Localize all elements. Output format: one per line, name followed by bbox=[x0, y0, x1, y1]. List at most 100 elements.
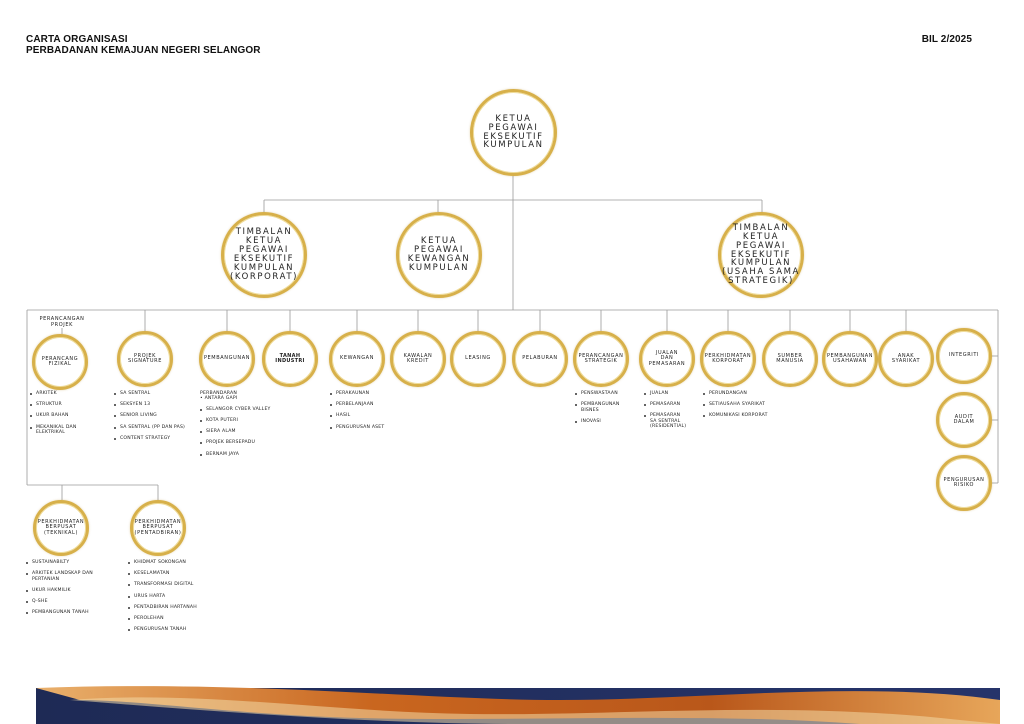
list-item: SETIAUSAHA SYARIKAT bbox=[703, 402, 789, 407]
list-item: PENTADBIRAN HARTANAH bbox=[128, 605, 218, 610]
anak-syarikat-node: ANAK SYARIKAT bbox=[878, 331, 934, 387]
cfo-node: KETUA PEGAWAI KEWANGAN KUMPULAN bbox=[396, 212, 482, 298]
cfo-label: KETUA PEGAWAI KEWANGAN KUMPULAN bbox=[407, 236, 471, 273]
perkhidmatan-berpusat-teknikal-node: PERKHIDMATAN BERPUSAT (TEKNIKAL) bbox=[33, 500, 89, 556]
list-item: PENGURUSAN ASET bbox=[330, 425, 402, 430]
projek-signature-node: PROJEK SIGNATURE bbox=[117, 331, 173, 387]
list-item: JUALAN bbox=[644, 391, 704, 396]
list-item: INOVASI bbox=[575, 419, 637, 424]
leasing-node: LEASING bbox=[450, 331, 506, 387]
list-item: CONTENT STRATEGY bbox=[114, 436, 196, 441]
list-item: PEMASARAN SA SENTRAL (RESIDENTIAL) bbox=[644, 413, 704, 429]
list-item: SA SENTRAL bbox=[114, 391, 196, 396]
pembangunan-node: PEMBANGUNAN bbox=[199, 331, 255, 387]
list-item: KOMUNIKASI KORPORAT bbox=[703, 413, 789, 418]
list-item: PEMBANGUNAN TANAH bbox=[26, 610, 116, 615]
kewangan-label: KEWANGAN bbox=[339, 355, 375, 362]
list-item: PERUNDANGAN bbox=[703, 391, 789, 396]
list-item: KHIDMAT SOKONGAN bbox=[128, 560, 218, 565]
list-item: BERNAM JAYA bbox=[200, 452, 280, 457]
perancang-fizikal-node: PERANCANG FIZIKAL bbox=[32, 334, 88, 390]
list-item: URUS HARTA bbox=[128, 594, 218, 599]
perkhidmatan-korporat-label: PERKHIDMATAN KORPORAT bbox=[704, 352, 752, 364]
projek-signature-list: SA SENTRAL SEKSYEN 13 SENIOR LIVING SA S… bbox=[114, 391, 196, 447]
perkhidmatan-berpusat-teknikal-label: PERKHIDMATAN BERPUSAT (TEKNIKAL) bbox=[37, 519, 85, 536]
jualan-pemasaran-label: JUALAN DAN PEMASARAN bbox=[648, 350, 686, 367]
list-item: PROJEK BERSEPADU bbox=[200, 440, 280, 445]
list-item: KESELAMATAN bbox=[128, 571, 218, 576]
audit-dalam-label: AUDIT DALAM bbox=[953, 413, 975, 425]
pelaburan-node: PELABURAN bbox=[512, 331, 568, 387]
list-item: SEKSYEN 13 bbox=[114, 402, 196, 407]
list-item: SUSTAINABILTY bbox=[26, 560, 116, 565]
tanah-industri-label: TANAH INDUSTRI bbox=[275, 352, 305, 364]
pembangunan-list: PERBANDARAN • ANTARA GAPI SELANGOR CYBER… bbox=[200, 391, 280, 463]
pembangunan-label: PEMBANGUNAN bbox=[203, 355, 251, 362]
kawalan-kredit-node: KAWALAN KREDIT bbox=[390, 331, 446, 387]
list-item: Q-SHE bbox=[26, 599, 116, 604]
kewangan-node: KEWANGAN bbox=[329, 331, 385, 387]
projek-signature-label: PROJEK SIGNATURE bbox=[127, 352, 163, 364]
ceo-node-label: KETUA PEGAWAI EKSEKUTIF KUMPULAN bbox=[483, 113, 544, 151]
pengurusan-risiko-node: PENGURUSAN RISIKO bbox=[936, 455, 992, 511]
list-item-intro: PERBANDARAN • ANTARA GAPI bbox=[200, 391, 238, 402]
audit-dalam-node: AUDIT DALAM bbox=[936, 392, 992, 448]
list-item: PENGURUSAN TANAH bbox=[128, 627, 218, 632]
list-item: PERBELANJAAN bbox=[330, 402, 402, 407]
list-item: UKUR HAKMILIK bbox=[26, 588, 116, 593]
kewangan-list: PERAKAUNAN PERBELANJAAN HASIL PENGURUSAN… bbox=[330, 391, 402, 436]
sumber-manusia-node: SUMBER MANUSIA bbox=[762, 331, 818, 387]
perancangan-projek-label: PERANCANGAN PROJEK bbox=[39, 316, 85, 328]
pembangunan-usahawan-node: PEMBANGUNAN USAHAWAN bbox=[822, 331, 878, 387]
list-item: PEMASARAN bbox=[644, 402, 704, 407]
perkhidmatan-berpusat-teknikal-list: SUSTAINABILTY ARKITEK LANDSKAP DAN PERTA… bbox=[26, 560, 116, 621]
list-item: SENIOR LIVING bbox=[114, 413, 196, 418]
pembangunan-usahawan-label: PEMBANGUNAN USAHAWAN bbox=[826, 352, 874, 364]
list-item: ARKITEK LANDSKAP DAN PERTANIAN bbox=[26, 571, 116, 582]
perkhidmatan-berpusat-pentadbiran-label: PERKHIDMATAN BERPUSAT (PENTADBIRAN) bbox=[134, 519, 182, 536]
document-title: CARTA ORGANISASI PERBADANAN KEMAJUAN NEG… bbox=[26, 34, 261, 56]
document-number: BIL 2/2025 bbox=[921, 34, 972, 45]
list-item: PERAKAUNAN bbox=[330, 391, 402, 396]
list-item: STRUKTUR bbox=[30, 402, 110, 407]
list-item: SELANGOR CYBER VALLEY bbox=[200, 407, 280, 412]
perkhidmatan-berpusat-pentadbiran-node: PERKHIDMATAN BERPUSAT (PENTADBIRAN) bbox=[130, 500, 186, 556]
deputy-ceo-strategik-node: TIMBALAN KETUA PEGAWAI EKSEKUTIF KUMPULA… bbox=[718, 212, 804, 298]
deputy-ceo-korporat-node: TIMBALAN KETUA PEGAWAI EKSEKUTIF KUMPULA… bbox=[221, 212, 307, 298]
list-item: PEROLEHAN bbox=[128, 616, 218, 621]
title-line-2: PERBADANAN KEMAJUAN NEGERI SELANGOR bbox=[26, 45, 261, 56]
deputy-ceo-korporat-label: TIMBALAN KETUA PEGAWAI EKSEKUTIF KUMPULA… bbox=[229, 227, 299, 282]
list-item: TRANSFORMASI DIGITAL bbox=[128, 582, 218, 587]
ceo-node: KETUA PEGAWAI EKSEKUTIF KUMPULAN bbox=[470, 89, 557, 176]
list-item: HASIL bbox=[330, 413, 402, 418]
leasing-label: LEASING bbox=[465, 355, 491, 362]
pelaburan-label: PELABURAN bbox=[522, 355, 558, 362]
jualan-pemasaran-list: JUALAN PEMASARAN PEMASARAN SA SENTRAL (R… bbox=[644, 391, 704, 435]
list-item: UKUR BAHAN bbox=[30, 413, 110, 418]
list-item: PEMBANGUNAN BISNES bbox=[575, 402, 637, 413]
title-line-1: CARTA ORGANISASI bbox=[26, 34, 128, 45]
perancangan-strategik-label: PERANCANGAN STRATEGIK bbox=[578, 352, 624, 364]
kawalan-kredit-label: KAWALAN KREDIT bbox=[403, 352, 433, 364]
perancang-fizikal-list: ARKITEK STRUKTUR UKUR BAHAN MEKANIKAL DA… bbox=[30, 391, 110, 441]
sumber-manusia-label: SUMBER MANUSIA bbox=[776, 352, 804, 364]
perancang-fizikal-label: PERANCANG FIZIKAL bbox=[41, 355, 79, 367]
list-item: MEKANIKAL DAN ELEKTRIKAL bbox=[30, 425, 110, 436]
perancangan-strategik-list: PENSWASTAAN PEMBANGUNAN BISNES INOVASI bbox=[575, 391, 637, 430]
integriti-node: INTEGRITI bbox=[936, 328, 992, 384]
list-item: KOTA PUTERI bbox=[200, 418, 280, 423]
anak-syarikat-label: ANAK SYARIKAT bbox=[891, 352, 921, 364]
perkhidmatan-berpusat-pentadbiran-list: KHIDMAT SOKONGAN KESELAMATAN TRANSFORMAS… bbox=[128, 560, 218, 638]
pengurusan-risiko-label: PENGURUSAN RISIKO bbox=[943, 476, 985, 488]
perancangan-strategik-node: PERANCANGAN STRATEGIK bbox=[573, 331, 629, 387]
list-item: SIERA ALAM bbox=[200, 429, 280, 434]
list-item: PENSWASTAAN bbox=[575, 391, 637, 396]
perkhidmatan-korporat-list: PERUNDANGAN SETIAUSAHA SYARIKAT KOMUNIKA… bbox=[703, 391, 789, 425]
tanah-industri-node: TANAH INDUSTRI bbox=[262, 331, 318, 387]
integriti-label: INTEGRITI bbox=[948, 352, 980, 359]
perkhidmatan-korporat-node: PERKHIDMATAN KORPORAT bbox=[700, 331, 756, 387]
deputy-ceo-strategik-label: TIMBALAN KETUA PEGAWAI EKSEKUTIF KUMPULA… bbox=[722, 222, 800, 287]
jualan-pemasaran-node: JUALAN DAN PEMASARAN bbox=[639, 331, 695, 387]
list-item: ARKITEK bbox=[30, 391, 110, 396]
